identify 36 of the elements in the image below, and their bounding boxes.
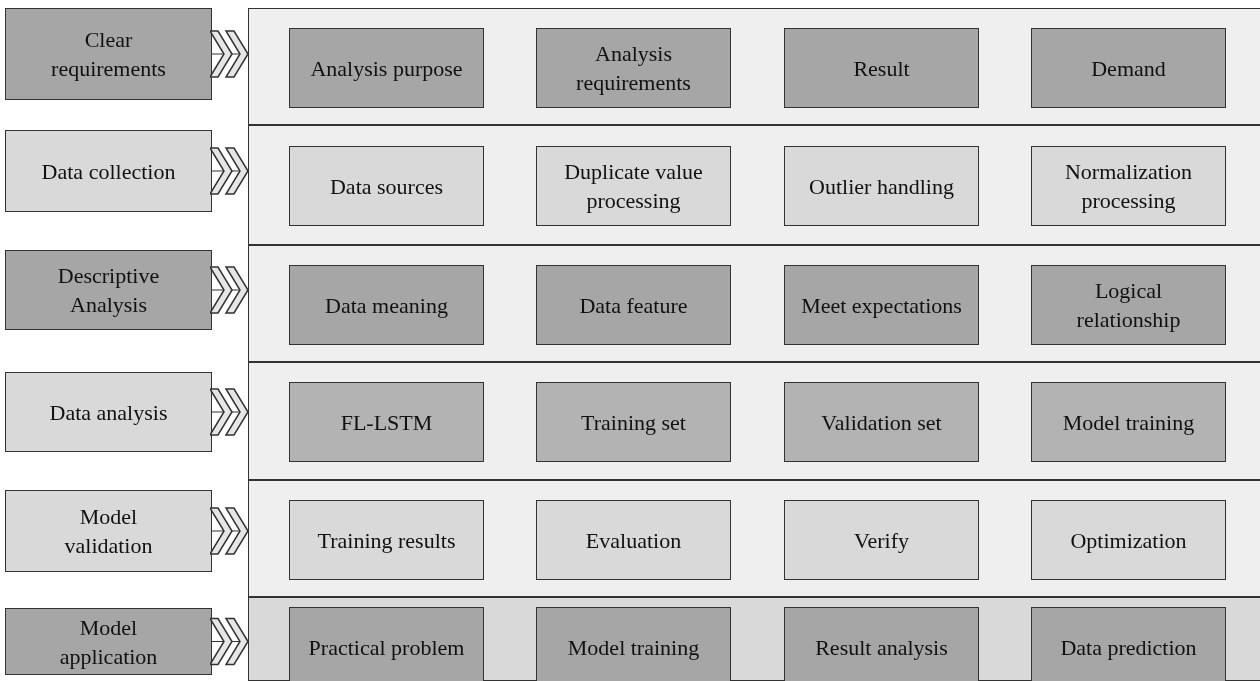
stage-box: Clear requirements <box>5 8 212 100</box>
step-box: Result analysis <box>784 607 979 681</box>
step-box: Normalization processing <box>1031 146 1226 226</box>
band-panel <box>248 362 1260 480</box>
stage-box: Data analysis <box>5 372 212 452</box>
step-box: Verify <box>784 500 979 580</box>
step-box: Duplicate value processing <box>536 146 731 226</box>
band-panel <box>248 480 1260 597</box>
band-panel <box>248 8 1260 125</box>
band-panel <box>248 597 1260 681</box>
step-box: Training results <box>289 500 484 580</box>
step-box: Practical problem <box>289 607 484 681</box>
step-box: Data feature <box>536 265 731 345</box>
step-box: Validation set <box>784 382 979 462</box>
stage-box: Descriptive Analysis <box>5 250 212 330</box>
step-box: Demand <box>1031 28 1226 108</box>
step-box: Meet expectations <box>784 265 979 345</box>
step-box: Outlier handling <box>784 146 979 226</box>
step-box: Training set <box>536 382 731 462</box>
step-box: Data prediction <box>1031 607 1226 681</box>
stage-box: Data collection <box>5 130 212 212</box>
stage-box: Model application <box>5 608 212 675</box>
step-box: Model training <box>1031 382 1226 462</box>
band-panel <box>248 245 1260 362</box>
step-box: Model training <box>536 607 731 681</box>
band-panel <box>248 125 1260 245</box>
step-box: Analysis purpose <box>289 28 484 108</box>
step-box: Analysis requirements <box>536 28 731 108</box>
step-box: Logical relationship <box>1031 265 1226 345</box>
step-box: Evaluation <box>536 500 731 580</box>
step-box: FL-LSTM <box>289 382 484 462</box>
step-box: Data meaning <box>289 265 484 345</box>
stage-box: Model validation <box>5 490 212 572</box>
step-box: Optimization <box>1031 500 1226 580</box>
step-box: Data sources <box>289 146 484 226</box>
step-box: Result <box>784 28 979 108</box>
